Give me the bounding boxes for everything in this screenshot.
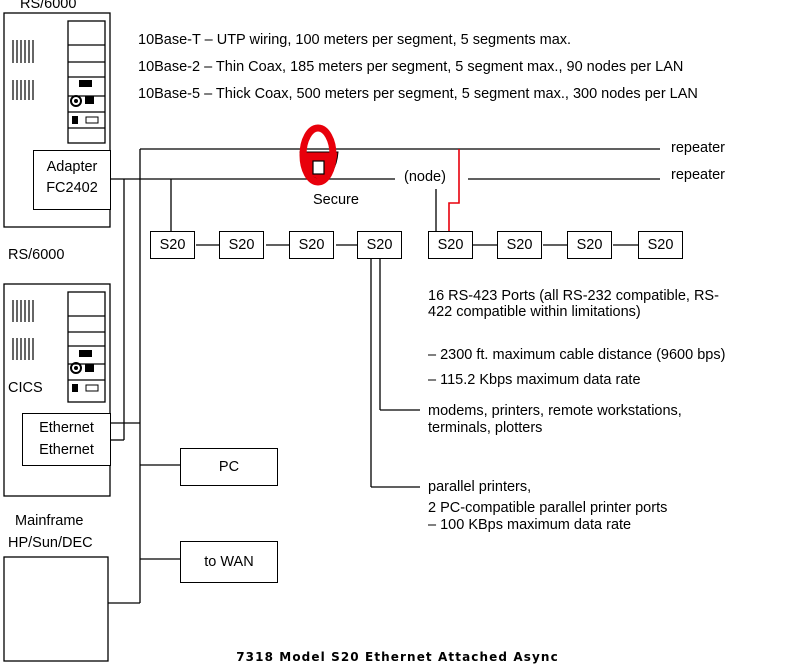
cable-distance-note: – 2300 ft. maximum cable distance (9600 … <box>428 347 726 363</box>
s20-unit: S20 <box>428 231 473 259</box>
secure-label: Secure <box>313 192 359 208</box>
parallel-ports-note: 2 PC-compatible parallel printer ports <box>428 500 668 516</box>
diagram-caption: 7318 Model S20 Ethernet Attached Async <box>236 650 559 664</box>
cics-label: CICS <box>8 380 43 396</box>
adapter-line1: Adapter <box>46 159 98 175</box>
s20-unit: S20 <box>289 231 334 259</box>
ethernet-box: Ethernet Ethernet <box>22 413 111 466</box>
mainframe-cabinet <box>3 556 109 662</box>
s20-unit: S20 <box>638 231 683 259</box>
wan-box: to WAN <box>180 541 278 583</box>
s20-unit: S20 <box>497 231 542 259</box>
data-rate-note: – 115.2 Kbps maximum data rate <box>428 372 641 388</box>
secure-red-link <box>448 149 460 231</box>
spec-10base-2: 10Base-2 – Thin Coax, 185 meters per seg… <box>138 59 684 75</box>
rs6000-mid-drive-bay <box>67 291 106 403</box>
ports-note: 16 RS-423 Ports (all RS-232 compatible, … <box>428 288 719 320</box>
adapter-box: Adapter FC2402 <box>33 150 111 210</box>
s20-unit: S20 <box>357 231 402 259</box>
vent-grille <box>12 40 34 360</box>
hpsundec-label: HP/Sun/DEC <box>8 535 93 551</box>
rs6000-top-drive-bay <box>67 20 106 144</box>
repeater-label-2: repeater <box>671 167 726 183</box>
rs6000-top-cabinet <box>3 12 111 228</box>
spec-10base-t: 10Base-T – UTP wiring, 100 meters per se… <box>138 32 572 48</box>
rs6000-mid-cabinet <box>3 283 111 497</box>
rs6000-mid-label: RS/6000 <box>8 247 65 263</box>
node-label: (node) <box>404 169 446 185</box>
repeater-label-1: repeater <box>671 140 726 156</box>
mainframe-label: Mainframe <box>15 513 84 529</box>
ethernet-line2: Ethernet <box>39 442 94 458</box>
pc-box: PC <box>180 448 278 486</box>
parallel-rate-note: – 100 KBps maximum data rate <box>428 517 632 533</box>
s20-unit: S20 <box>219 231 264 259</box>
spec-10base-5: 10Base-5 – Thick Coax, 500 meters per se… <box>138 86 698 102</box>
s20-unit: S20 <box>150 231 195 259</box>
adapter-line2: FC2402 <box>46 180 98 196</box>
front-panel-controls <box>70 80 99 392</box>
ethernet-line1: Ethernet <box>39 420 94 436</box>
rs6000-top-label: RS/6000 <box>20 0 77 12</box>
s20-unit: S20 <box>567 231 612 259</box>
parallel-printers-note: parallel printers, <box>428 479 532 495</box>
serial-devices-note: modems, printers, remote workstations, t… <box>428 403 682 436</box>
network-wiring <box>108 148 660 604</box>
secure-lock-icon <box>299 124 339 186</box>
